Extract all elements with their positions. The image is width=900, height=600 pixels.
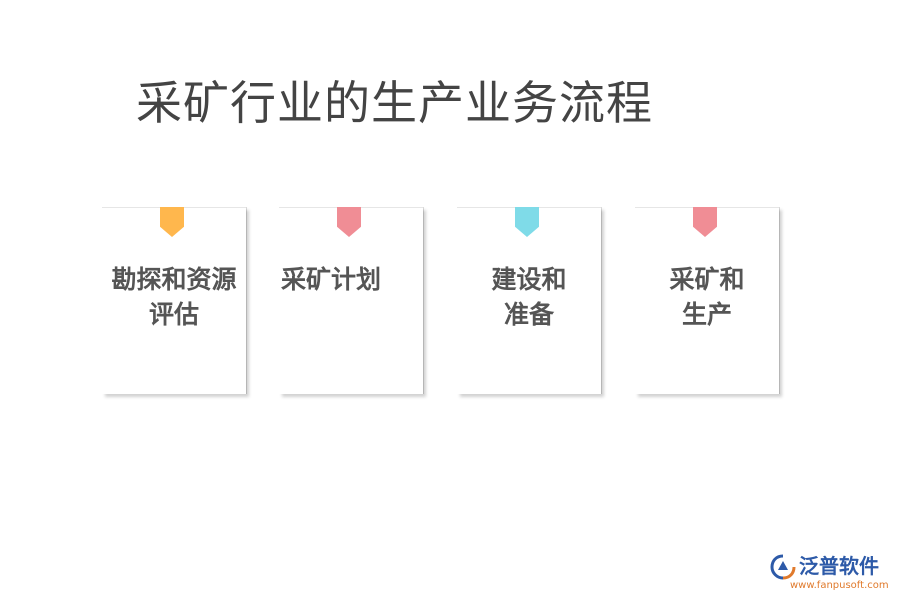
brand-logo: 泛普软件 www.fanpusoft.com (770, 553, 894, 593)
process-step-card: 建设和 准备 (457, 207, 601, 394)
page-title: 采矿行业的生产业务流程 (136, 76, 653, 130)
bookmark-tag-icon (337, 207, 361, 237)
process-step-card: 采矿和 生产 (635, 207, 779, 394)
step-label: 采矿计划 (281, 265, 382, 294)
step-label: 采矿和 生产 (669, 265, 745, 329)
bookmark-tag-icon (160, 207, 184, 237)
bookmark-tag-icon (693, 207, 717, 237)
step-label: 勘探和资源 评估 (111, 265, 237, 329)
logo-mark-icon (770, 554, 796, 580)
process-step-card: 勘探和资源 评估 (102, 207, 246, 394)
process-step-card: 采矿计划 (279, 207, 423, 394)
bookmark-tag-icon (515, 207, 539, 237)
step-label: 建设和 准备 (491, 265, 567, 329)
logo-brand-text: 泛普软件 (799, 554, 879, 578)
logo-url-text: www.fanpusoft.com (790, 580, 889, 591)
